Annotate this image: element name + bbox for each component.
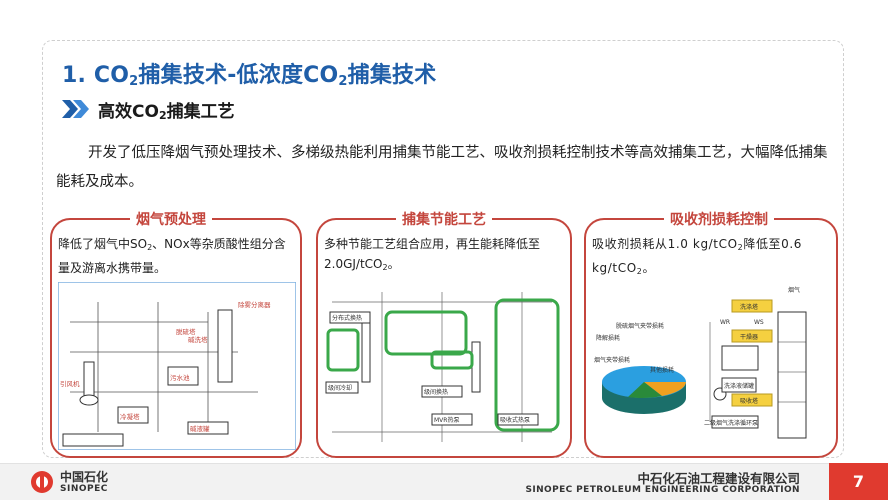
section-subtitle: 高效CO2捕集工艺 [98,101,235,122]
diagram-label-demister: 除雾分离器 [238,300,271,309]
diagram-label-absorber: 吸收塔 [740,397,758,405]
pie-label-degradation: 降解损耗 [596,334,620,342]
diagram-label-distributed-heat: 分布式换热 [332,314,362,322]
diagram-label-interstage-cooling: 级间冷却 [328,384,352,392]
diagram-label-interstage-exchange: 级间换热 [424,388,448,396]
sinopec-logo-icon [31,471,53,493]
panel-desc-loss-control: 吸收剂损耗从1.0 kg/tCO2降低至0.6 kg/tCO2。 [592,237,803,276]
diagram-label-circ-pump: 二级烟气洗涤循环泵 [704,419,758,427]
panel-title-energy-saving: 捕集节能工艺 [396,209,492,229]
panel-title-loss-control: 吸收剂损耗控制 [664,209,774,229]
loss-breakdown-pie [602,366,686,414]
slide-title: 1. CO2捕集技术-低浓度CO2捕集技术 [62,63,437,89]
double-chevron-icon [62,100,89,118]
body-paragraph: 开发了低压降烟气预处理技术、多梯级热能利用捕集节能工艺、吸收剂损耗控制技术等高效… [56,145,828,190]
page-number: 7 [829,463,888,500]
diagram-label-wash-tower: 洗涤塔 [740,303,758,311]
diagram-label-desulfurizer: 脱硫塔 [176,327,196,336]
diagram-label-condenser: 冷凝塔 [120,412,140,421]
diagram-label-flue-gas: 烟气 [788,286,800,294]
diagram-label-dryer: 干燥器 [740,333,758,341]
pie-label-desulfur-loss: 脱硫烟气夹带损耗 [616,322,664,330]
pie-label-flue-loss: 烟气夹带损耗 [594,356,630,364]
pretreatment-process-diagram: 脱硫塔 碱洗塔 除雾分离器 引风机 污水池 冷凝塔 碱液罐 [58,282,296,450]
diagram-label-wash-tank: 洗涤液储罐 [724,382,754,390]
company-name-en: SINOPEC PETROLEUM ENGINEERING CORPORATIO… [525,485,800,495]
diagram-label-absorption-heat-pump: 吸收式热泵 [500,416,530,424]
loss-control-diagram: 脱硫烟气夹带损耗 降解损耗 烟气夹带损耗 其他损耗 洗涤塔 干燥器 洗涤液储罐 … [594,286,807,439]
pie-label-other: 其他损耗 [650,366,674,374]
logo-en-text: SINOPEC [60,484,108,494]
diagram-label-alkali-tank: 碱液罐 [190,424,210,433]
diagram-label-ws: WS [754,319,764,326]
energy-saving-process-diagram: 分布式换热 级间冷却 级间换热 MVR热泵 吸收式热泵 [325,292,560,442]
diagram-label-alkali-tower: 碱洗塔 [188,335,208,344]
panel-title-pretreatment: 烟气预处理 [130,209,212,229]
company-name-cn: 中石化石油工程建设有限公司 [637,471,800,486]
panel-desc-pretreatment: 降低了烟气中SO2、NOx等杂质酸性组分含量及游离水携带量。 [58,237,286,275]
diagram-label-mvr-heat-pump: MVR热泵 [434,416,459,424]
subtitle-row: 高效CO2捕集工艺 [62,96,235,122]
diagram-label-sewage-pool: 污水池 [170,373,190,382]
diagram-label-fan: 引风机 [60,379,80,388]
diagram-label-wr: WR [720,319,730,326]
panel-desc-energy-saving: 多种节能工艺组合应用，再生能耗降低至2.0GJ/tCO2。 [324,237,541,272]
footer-bar [0,463,888,500]
logo-cn-text: 中国石化 [60,470,109,484]
